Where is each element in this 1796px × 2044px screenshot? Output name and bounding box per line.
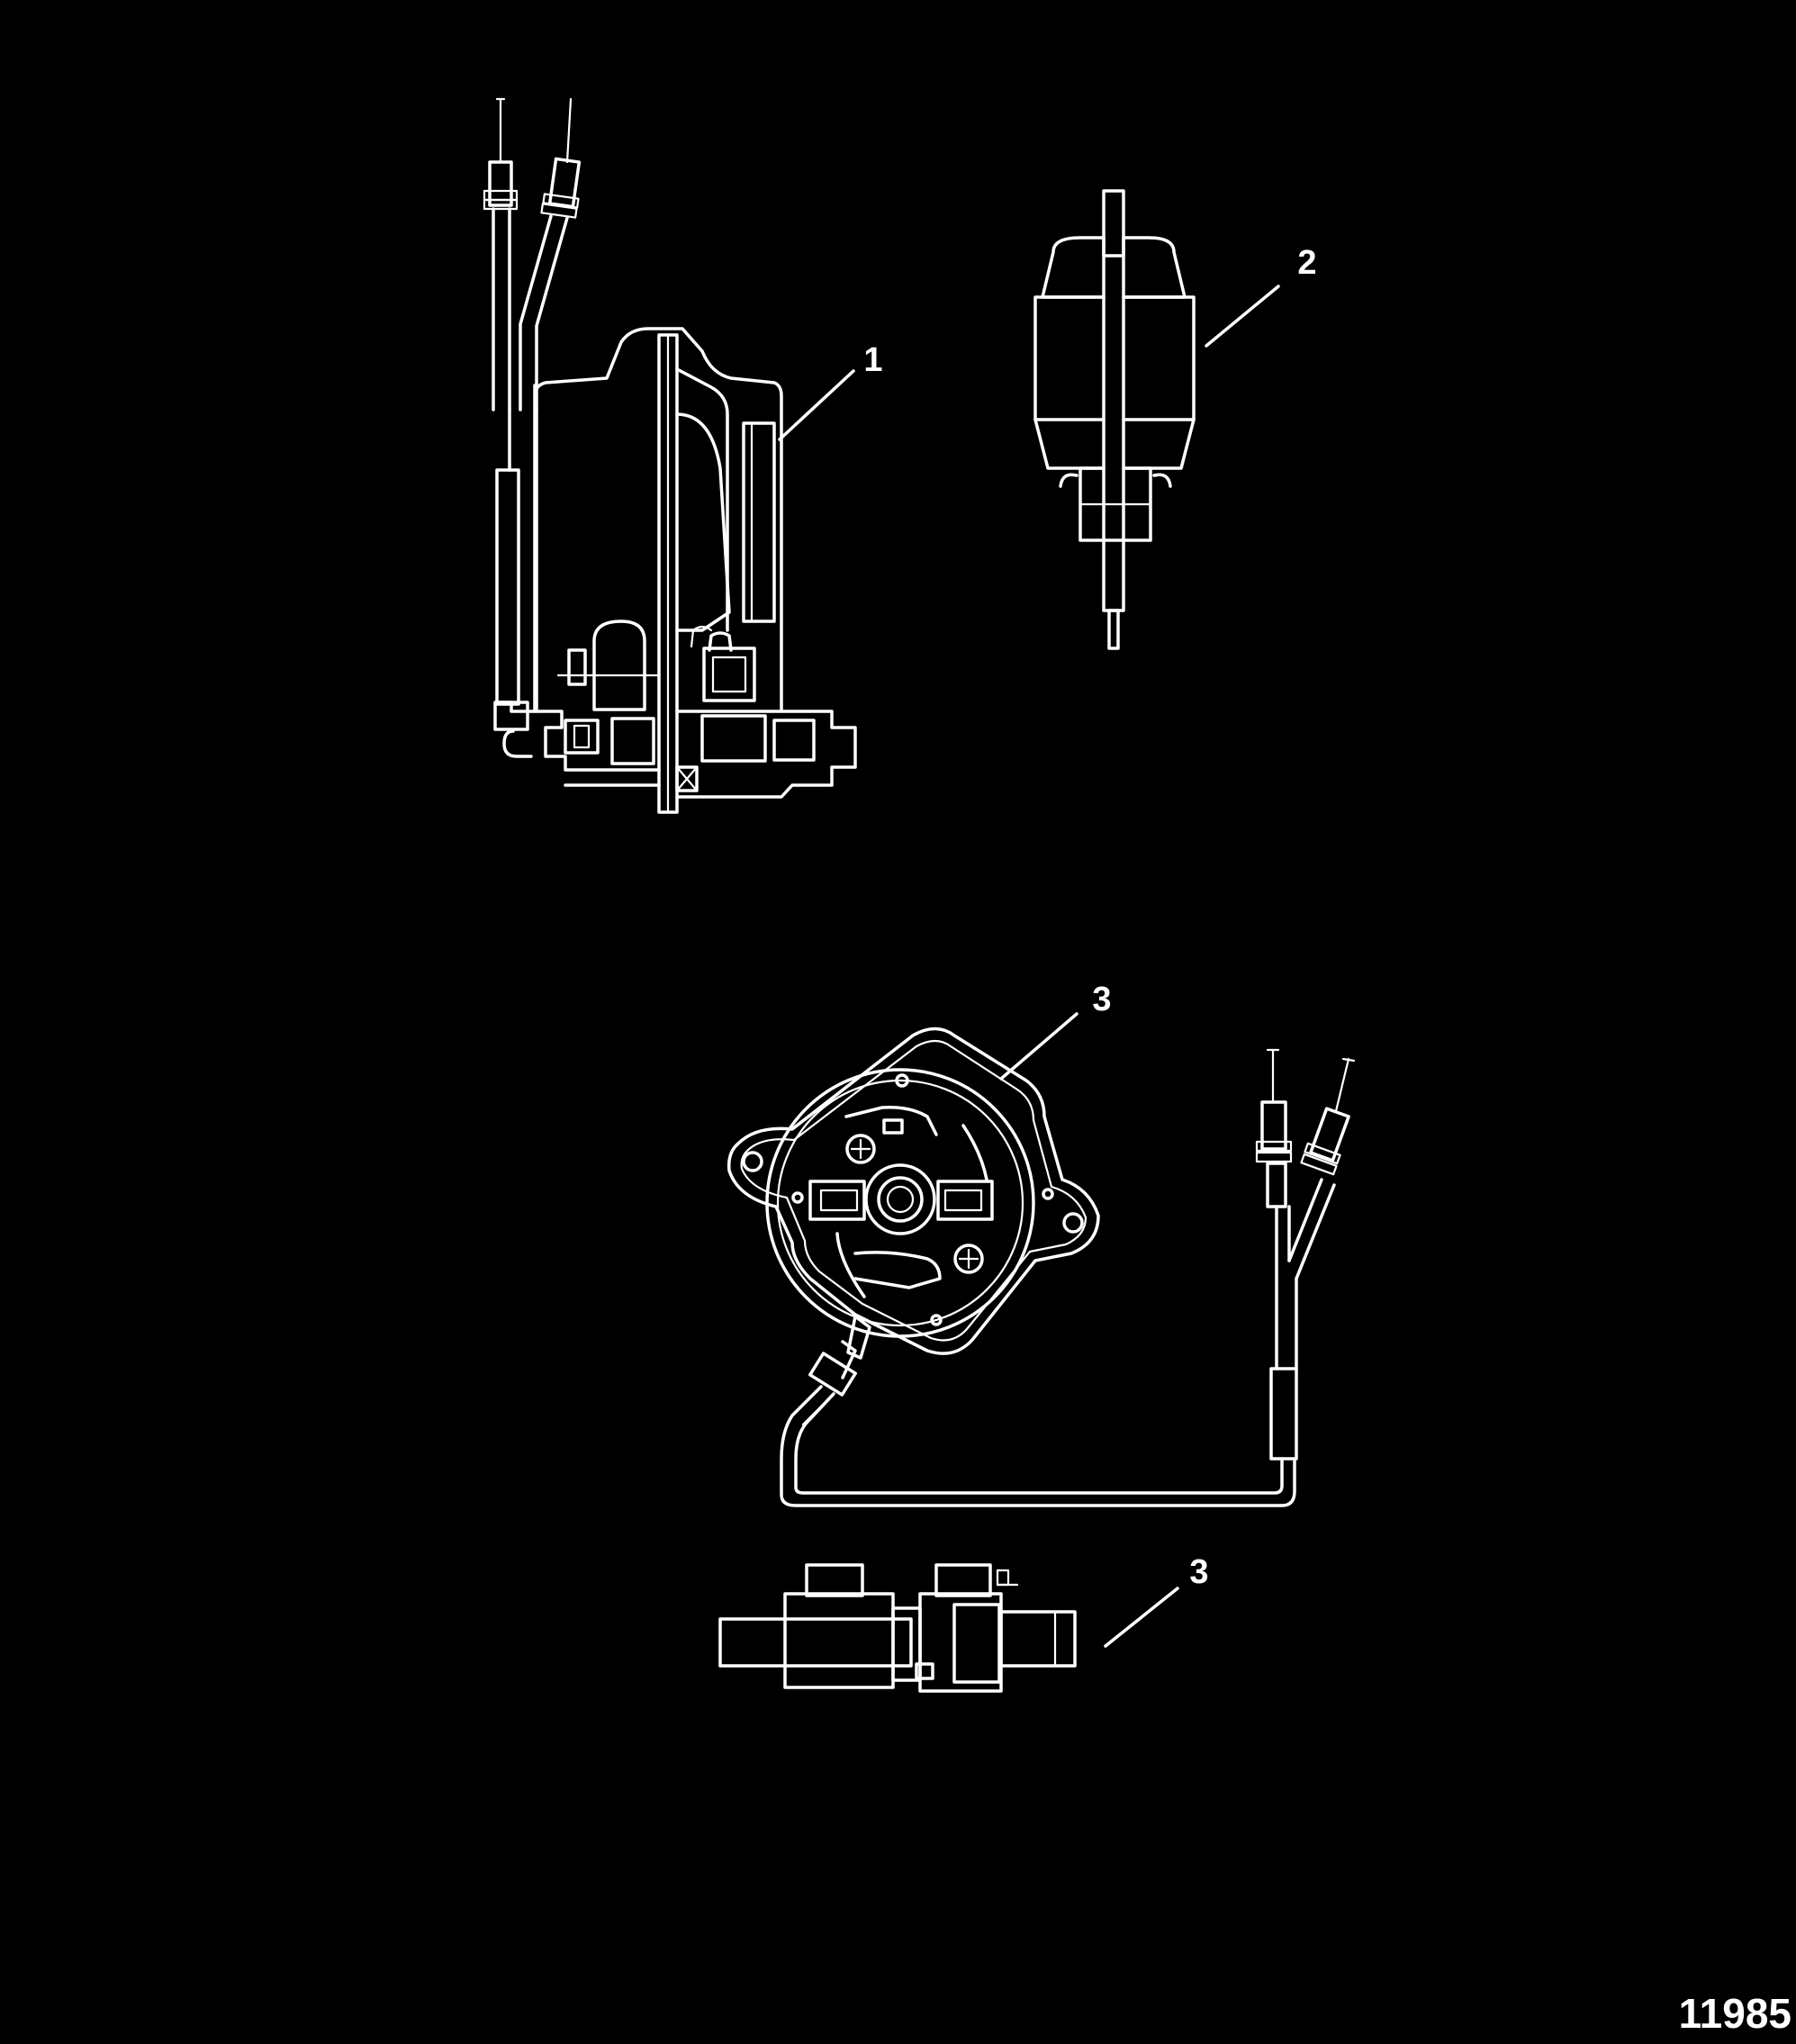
end-cap-side-view-drawing: 3 [718,1553,1209,1693]
callout-leader-3-side [1104,1587,1179,1648]
callout-leader-3-top [999,1012,1079,1081]
figure-number: 11985 [1679,1990,1791,2037]
callout-label-2: 2 [1297,244,1316,282]
motor-lead-wires [483,97,582,713]
callout-label-3-side: 3 [1189,1553,1208,1591]
end-cap-top-view-drawing: 3 [727,981,1356,1507]
callout-label-1: 1 [863,341,882,379]
motor-housing [493,327,857,814]
callout-leader-1 [778,369,855,441]
callout-leader-2 [1205,285,1280,348]
motor-assembly-drawing: 1 [483,97,883,814]
armature-drawing: 2 [1033,189,1317,650]
callout-label-3-top: 3 [1092,981,1111,1018]
